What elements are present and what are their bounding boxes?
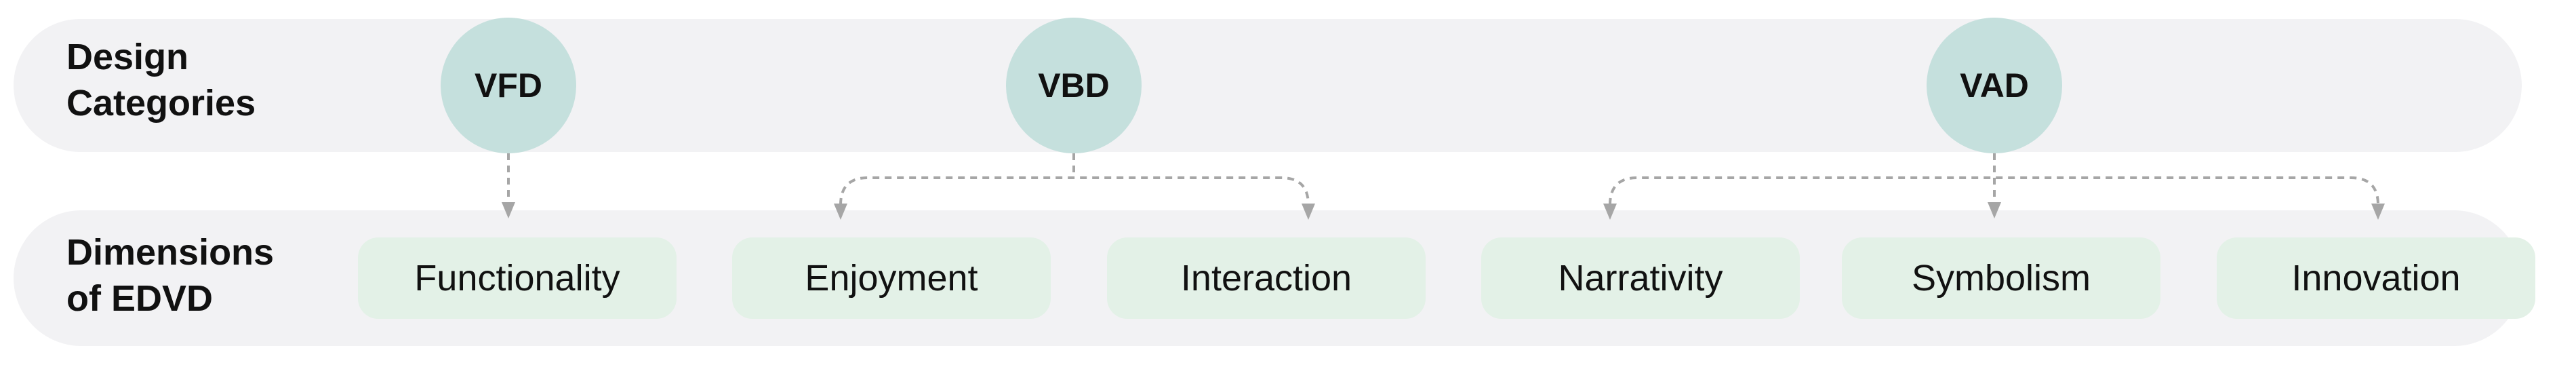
category-vad: VAD — [1927, 18, 2062, 153]
design-categories-band — [14, 19, 2522, 152]
connector-vad-branch — [1609, 176, 2379, 206]
dimension-innovation: Innovation — [2217, 237, 2535, 319]
dimension-enjoyment: Enjoyment — [732, 237, 1051, 319]
dimension-symbolism: Symbolism — [1842, 237, 2160, 319]
dimension-narrativity: Narrativity — [1481, 237, 1800, 319]
design-categories-label: Design Categories — [66, 37, 256, 123]
connector-vbd-branch — [839, 176, 1310, 206]
dimension-functionality: Functionality — [358, 237, 677, 319]
category-vfd: VFD — [441, 18, 576, 153]
dimensions-label: Dimensions of EDVD — [66, 232, 275, 319]
category-vbd: VBD — [1006, 18, 1142, 153]
dimension-interaction: Interaction — [1107, 237, 1426, 319]
